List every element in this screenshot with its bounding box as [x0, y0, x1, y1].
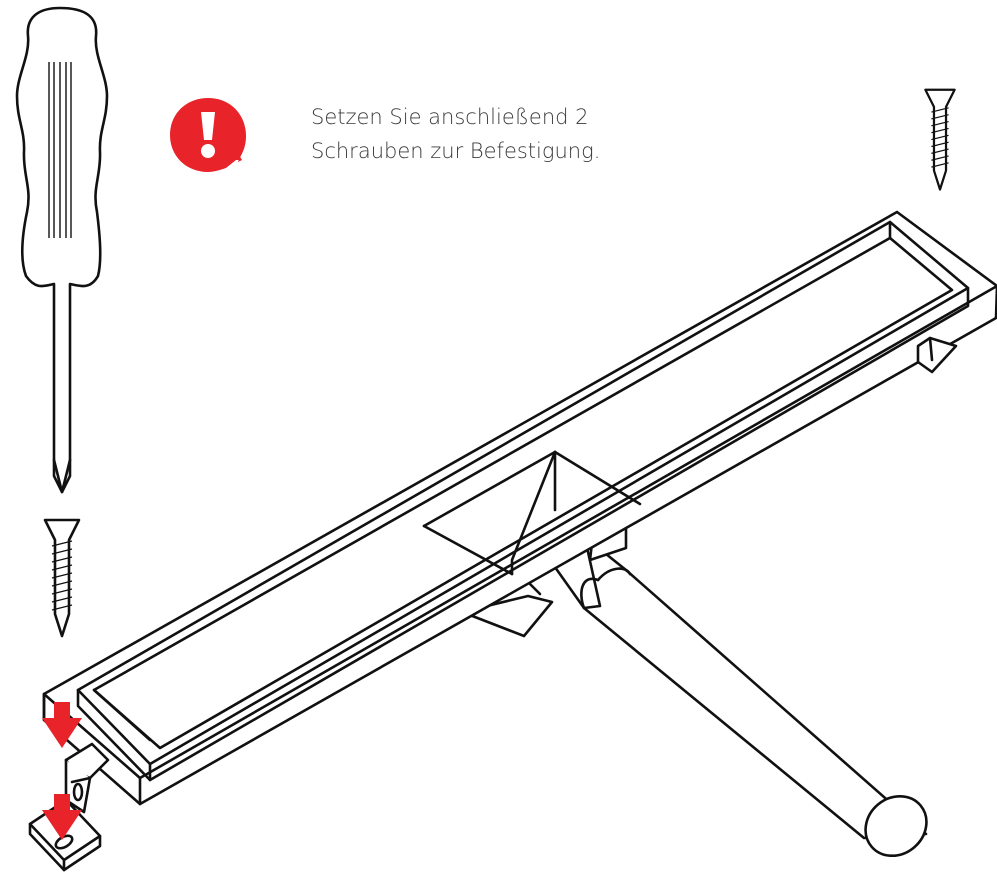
warning-exclamation-icon [170, 98, 246, 172]
instruction-text: Setzen Sie anschließend 2 Schrauben zur … [311, 100, 711, 168]
screw-icon [43, 518, 81, 638]
screwdriver-icon [15, 6, 109, 494]
mounting-bracket-right [916, 336, 958, 374]
arrow-down-icon [42, 702, 82, 748]
drain-pipe [528, 528, 928, 858]
arrow-down-icon [42, 794, 82, 840]
drain-channel-trough [76, 220, 970, 782]
instruction-line-2: Schrauben zur Befestigung. [311, 139, 601, 163]
instruction-line-1: Setzen Sie anschließend 2 [311, 105, 589, 129]
screw-icon [924, 88, 956, 191]
